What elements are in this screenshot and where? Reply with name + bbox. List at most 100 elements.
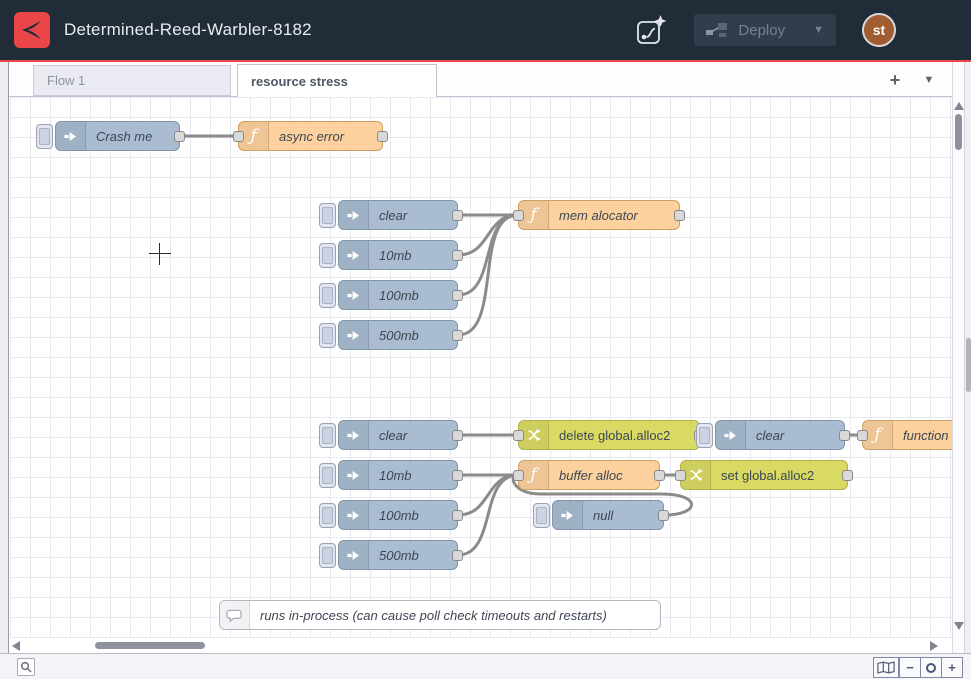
- node-function[interactable]: ƒfunction: [862, 420, 952, 450]
- node-mem-alocator[interactable]: ƒmem alocator: [518, 200, 680, 230]
- circle-icon: [926, 663, 936, 673]
- inject-trigger-button[interactable]: [696, 423, 713, 448]
- scroll-down-icon[interactable]: [954, 622, 964, 630]
- output-port[interactable]: [452, 330, 463, 341]
- output-port[interactable]: [452, 250, 463, 261]
- node-100mb-b[interactable]: 100mb: [338, 500, 458, 530]
- node-10mb-a[interactable]: 10mb: [338, 240, 458, 270]
- inject-trigger-button[interactable]: [319, 243, 336, 268]
- wire-10mb-a-to-mem-alocator[interactable]: [458, 215, 518, 255]
- add-flow-button[interactable]: +: [882, 68, 908, 92]
- node-async-error[interactable]: ƒasync error: [238, 121, 383, 151]
- inject-trigger-button[interactable]: [36, 124, 53, 149]
- node-icon-section: [716, 421, 746, 449]
- inject-trigger-button[interactable]: [319, 463, 336, 488]
- node-label: buffer alloc: [549, 461, 659, 489]
- output-port[interactable]: [839, 430, 850, 441]
- node-icon-section: [339, 281, 369, 309]
- node-icon-section: [339, 201, 369, 229]
- map-icon: [877, 661, 895, 674]
- node-icon-section: [553, 501, 583, 529]
- inject-arrow-icon: [346, 468, 361, 483]
- output-port[interactable]: [654, 470, 665, 481]
- output-port[interactable]: [452, 550, 463, 561]
- inject-trigger-button[interactable]: [319, 323, 336, 348]
- search-button[interactable]: [17, 658, 35, 676]
- node-crash-me[interactable]: Crash me: [55, 121, 180, 151]
- wire-100mb-b-to-buffer-alloc[interactable]: [458, 475, 518, 515]
- inject-trigger-button[interactable]: [319, 503, 336, 528]
- inject-trigger-button[interactable]: [319, 423, 336, 448]
- input-port[interactable]: [513, 470, 524, 481]
- zoom-in-button[interactable]: +: [941, 657, 963, 678]
- output-port[interactable]: [452, 290, 463, 301]
- node-delete-global-alloc2[interactable]: delete global.alloc2: [518, 420, 700, 450]
- deploy-button[interactable]: Deploy ▼: [694, 14, 836, 46]
- browser-scrollbar[interactable]: [964, 62, 971, 653]
- flow-sparkle-icon: [634, 13, 668, 47]
- inject-trigger-button[interactable]: [319, 283, 336, 308]
- output-port[interactable]: [452, 430, 463, 441]
- scroll-up-icon[interactable]: [954, 102, 964, 110]
- user-avatar[interactable]: st: [862, 13, 896, 47]
- node-100mb-a[interactable]: 100mb: [338, 280, 458, 310]
- node-icon-section: [220, 601, 250, 629]
- node-set-global-alloc2[interactable]: set global.alloc2: [680, 460, 848, 490]
- node-clear-c[interactable]: clear: [715, 420, 845, 450]
- node-500mb-b[interactable]: 500mb: [338, 540, 458, 570]
- flow-canvas[interactable]: Crash me ƒasync error clear 10mb 100mb 500mb ƒ…: [10, 97, 952, 638]
- output-port[interactable]: [658, 510, 669, 521]
- vertical-scrollbar[interactable]: [952, 62, 964, 653]
- horizontal-scrollbar[interactable]: [10, 638, 952, 653]
- input-port[interactable]: [513, 210, 524, 221]
- node-clear-b[interactable]: clear: [338, 420, 458, 450]
- node-comment[interactable]: runs in-process (can cause poll check ti…: [219, 600, 661, 630]
- inject-arrow-icon: [723, 428, 738, 443]
- flow-tabbar: Flow 1 resource stress + ▼: [9, 62, 952, 97]
- node-label: Crash me: [86, 122, 179, 150]
- ai-assistant-button[interactable]: [634, 13, 668, 47]
- h-scroll-thumb[interactable]: [95, 642, 205, 649]
- input-port[interactable]: [513, 430, 524, 441]
- input-port[interactable]: [675, 470, 686, 481]
- scroll-right-icon[interactable]: [930, 641, 938, 651]
- function-f-icon: ƒ: [530, 207, 536, 224]
- node-clear-a[interactable]: clear: [338, 200, 458, 230]
- input-port[interactable]: [233, 131, 244, 142]
- output-port[interactable]: [174, 131, 185, 142]
- node-label: clear: [746, 421, 844, 449]
- node-label: clear: [369, 421, 457, 449]
- main-menu-button[interactable]: [919, 18, 949, 42]
- node-null[interactable]: null: [552, 500, 664, 530]
- zoom-out-button[interactable]: −: [899, 657, 921, 678]
- inject-trigger-button[interactable]: [533, 503, 550, 528]
- input-port[interactable]: [857, 430, 868, 441]
- output-port[interactable]: [452, 470, 463, 481]
- output-port[interactable]: [452, 210, 463, 221]
- node-10mb-b[interactable]: 10mb: [338, 460, 458, 490]
- node-icon-section: [339, 461, 369, 489]
- browser-scroll-thumb[interactable]: [966, 338, 971, 392]
- node-500mb-a[interactable]: 500mb: [338, 320, 458, 350]
- inject-arrow-icon: [346, 508, 361, 523]
- output-port[interactable]: [377, 131, 388, 142]
- output-port[interactable]: [674, 210, 685, 221]
- zoom-reset-button[interactable]: [920, 657, 942, 678]
- tab-flow-1[interactable]: Flow 1: [33, 65, 231, 96]
- tab-menu-button[interactable]: ▼: [916, 68, 942, 92]
- inject-trigger-button[interactable]: [319, 203, 336, 228]
- inject-trigger-button[interactable]: [319, 543, 336, 568]
- navigator-button[interactable]: [873, 657, 899, 678]
- output-port[interactable]: [452, 510, 463, 521]
- v-scroll-thumb[interactable]: [955, 114, 962, 150]
- scroll-left-icon[interactable]: [12, 641, 20, 651]
- node-label: 100mb: [369, 281, 457, 309]
- chevron-down-icon[interactable]: ▼: [801, 24, 824, 36]
- change-shuffle-icon: [689, 468, 703, 482]
- output-port[interactable]: [842, 470, 853, 481]
- flowfuse-logo: [14, 12, 50, 48]
- comment-bubble-icon: [226, 608, 243, 623]
- inject-arrow-icon: [346, 428, 361, 443]
- node-buffer-alloc[interactable]: ƒbuffer alloc: [518, 460, 660, 490]
- tab-resource-stress[interactable]: resource stress: [237, 64, 437, 98]
